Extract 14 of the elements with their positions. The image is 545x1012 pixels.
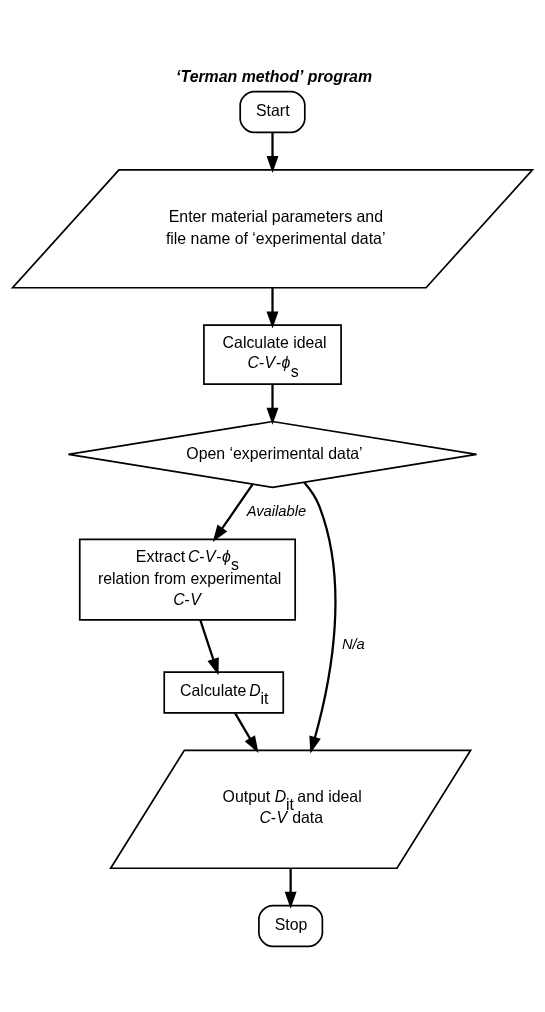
node-box: Stop (258, 904, 324, 948)
node-diamond: Open ‘experimental data’ (67, 420, 478, 489)
edge-label: N/a (341, 635, 365, 652)
arrow (266, 132, 279, 174)
arrow (266, 384, 279, 425)
arrow (266, 288, 279, 329)
arrow (284, 868, 297, 909)
edge-label: Available (246, 503, 307, 520)
arrow (234, 712, 259, 754)
node-box: Start (239, 90, 306, 134)
arrow (303, 481, 337, 754)
diagram-title: ‘Terman method’ program (176, 67, 373, 85)
arrow (212, 483, 254, 542)
arrow (199, 619, 219, 676)
